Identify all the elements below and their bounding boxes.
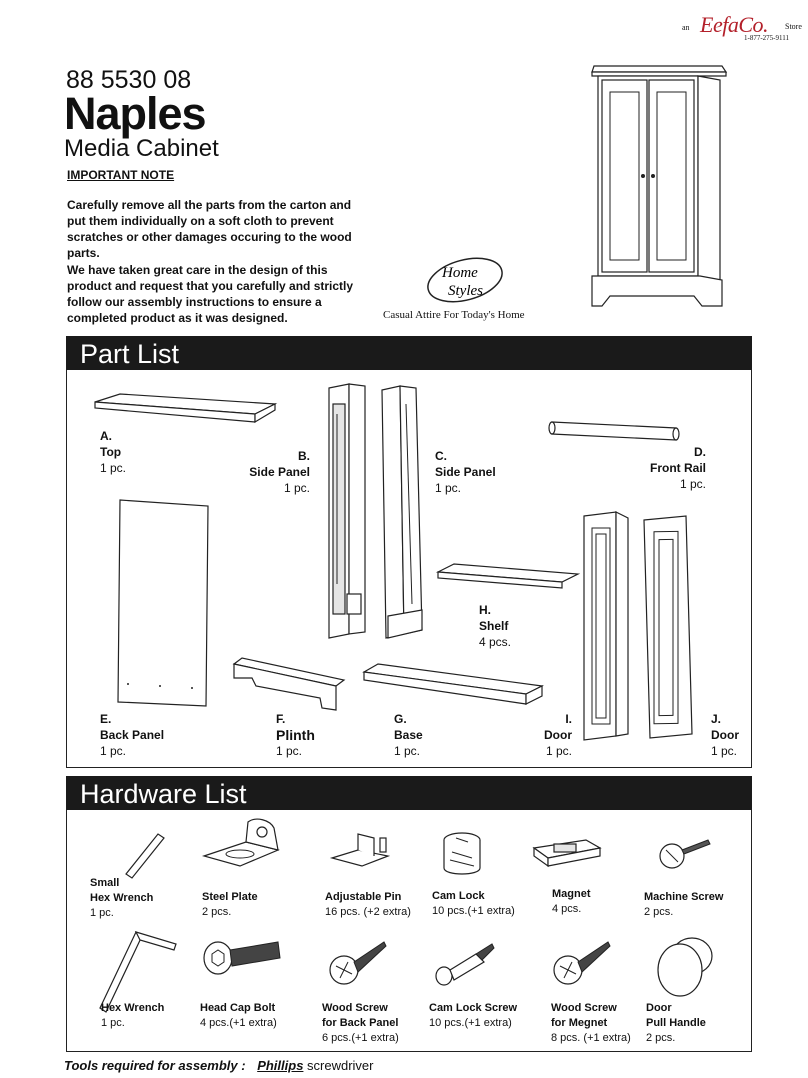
hardware-label-wood-screw-back-panel: Wood Screw for Back Panel 6 pcs.(+1 extr… — [322, 1002, 399, 1044]
small-hex-wrench-drawing — [125, 833, 165, 879]
hardware-label-cam-lock-screw: Cam Lock Screw 10 pcs.(+1 extra) — [429, 1002, 518, 1029]
hardware-label-machine-screw: Machine Screw 2 pcs. — [644, 891, 724, 918]
part-label-d: D. Front Rail 1 pc. — [650, 445, 706, 491]
door-pull-handle-drawing — [657, 937, 713, 997]
part-base-drawing — [362, 663, 545, 705]
part-label-f: F. Plinth 1 pc. — [276, 712, 315, 758]
cam-lock-drawing — [443, 832, 481, 875]
part-plinth-drawing — [232, 657, 346, 711]
part-top-drawing — [94, 393, 278, 424]
hardware-label-steel-plate: Steel Plate 2 pcs. — [202, 891, 258, 918]
note-heading: IMPORTANT NOTE — [67, 168, 175, 182]
brand-phone: 1-877-275-9111 — [744, 34, 789, 42]
hardware-label-small-hex-wrench: Small Hex Wrench 1 pc. — [90, 877, 154, 919]
tool-name: screwdriver — [303, 1058, 374, 1073]
wood-screw-magnet-drawing — [553, 941, 611, 985]
part-list-title: Part List — [66, 336, 752, 370]
product-name: Naples — [64, 88, 207, 139]
part-label-b: B. Side Panel 1 pc. — [249, 449, 310, 495]
brand-suffix: Store — [785, 22, 802, 31]
part-label-c: C. Side Panel 1 pc. — [435, 449, 496, 495]
homestyles-line1: Home — [441, 265, 478, 281]
head-cap-bolt-drawing — [203, 941, 281, 975]
part-front-rail-drawing — [548, 421, 680, 441]
magnet-drawing — [532, 839, 602, 868]
part-back-panel-drawing — [117, 499, 209, 707]
part-label-j: J. Door 1 pc. — [711, 712, 739, 758]
store-logo: EefaCo. — [700, 12, 769, 37]
product-subtitle: Media Cabinet — [64, 135, 219, 162]
part-label-h: H. Shelf 4 pcs. — [479, 603, 512, 649]
part-label-i: I. Door 1 pc. — [544, 712, 572, 758]
hex-wrench-drawing — [99, 931, 177, 1013]
hardware-label-cam-lock: Cam Lock 10 pcs.(+1 extra) — [432, 890, 515, 917]
part-door-i-drawing — [583, 511, 629, 741]
machine-screw-drawing — [659, 839, 711, 869]
note-paragraph: We have taken great care in the design o… — [67, 263, 354, 325]
hardware-label-hex-wrench: Hex Wrench 1 pc. — [101, 1002, 165, 1029]
hardware-label-magnet: Magnet 4 pcs. — [552, 888, 591, 915]
tool-brand: Phillips — [257, 1058, 304, 1073]
homestyles-logo: Home Styles — [427, 257, 503, 303]
hardware-list-title: Hardware List — [66, 776, 752, 810]
adjustable-pin-drawing — [329, 833, 391, 867]
part-shelf-drawing — [435, 563, 581, 589]
cam-lock-screw-drawing — [435, 943, 495, 986]
part-door-j-drawing — [643, 515, 693, 739]
part-label-a: A. Top 1 pc. — [100, 429, 127, 475]
hardware-label-wood-screw-magnet: Wood Screw for Megnet 8 pcs. (+1 extra) — [551, 1002, 631, 1044]
part-label-g: G. Base 1 pc. — [394, 712, 423, 758]
homestyles-tagline: Casual Attire For Today's Home — [383, 309, 525, 321]
steel-plate-drawing — [201, 818, 280, 867]
brand-prefix: an — [682, 23, 690, 32]
part-label-e: E. Back Panel 1 pc. — [100, 712, 165, 758]
cabinet-illustration — [591, 65, 728, 307]
wood-screw-back-panel-drawing — [329, 941, 387, 985]
tools-required-footer: Tools required for assembly : Phillips s… — [64, 1058, 374, 1073]
store-brand: an EefaCo. Store 1-877-275-9111 — [682, 10, 802, 46]
tools-required-label: Tools required for assembly : — [64, 1058, 246, 1073]
homestyles-line2: Styles — [448, 283, 483, 299]
model-number: 88 5530 08 — [66, 66, 192, 94]
part-side-panel-b-drawing — [328, 383, 366, 639]
hardware-label-head-cap-bolt: Head Cap Bolt 4 pcs.(+1 extra) — [200, 1002, 277, 1029]
part-side-panel-c-drawing — [381, 385, 423, 639]
hardware-label-door-pull-handle: Door Pull Handle 2 pcs. — [646, 1002, 706, 1044]
hardware-label-adjustable-pin: Adjustable Pin 16 pcs. (+2 extra) — [325, 891, 411, 918]
note-paragraph: Carefully remove all the parts from the … — [67, 198, 352, 260]
